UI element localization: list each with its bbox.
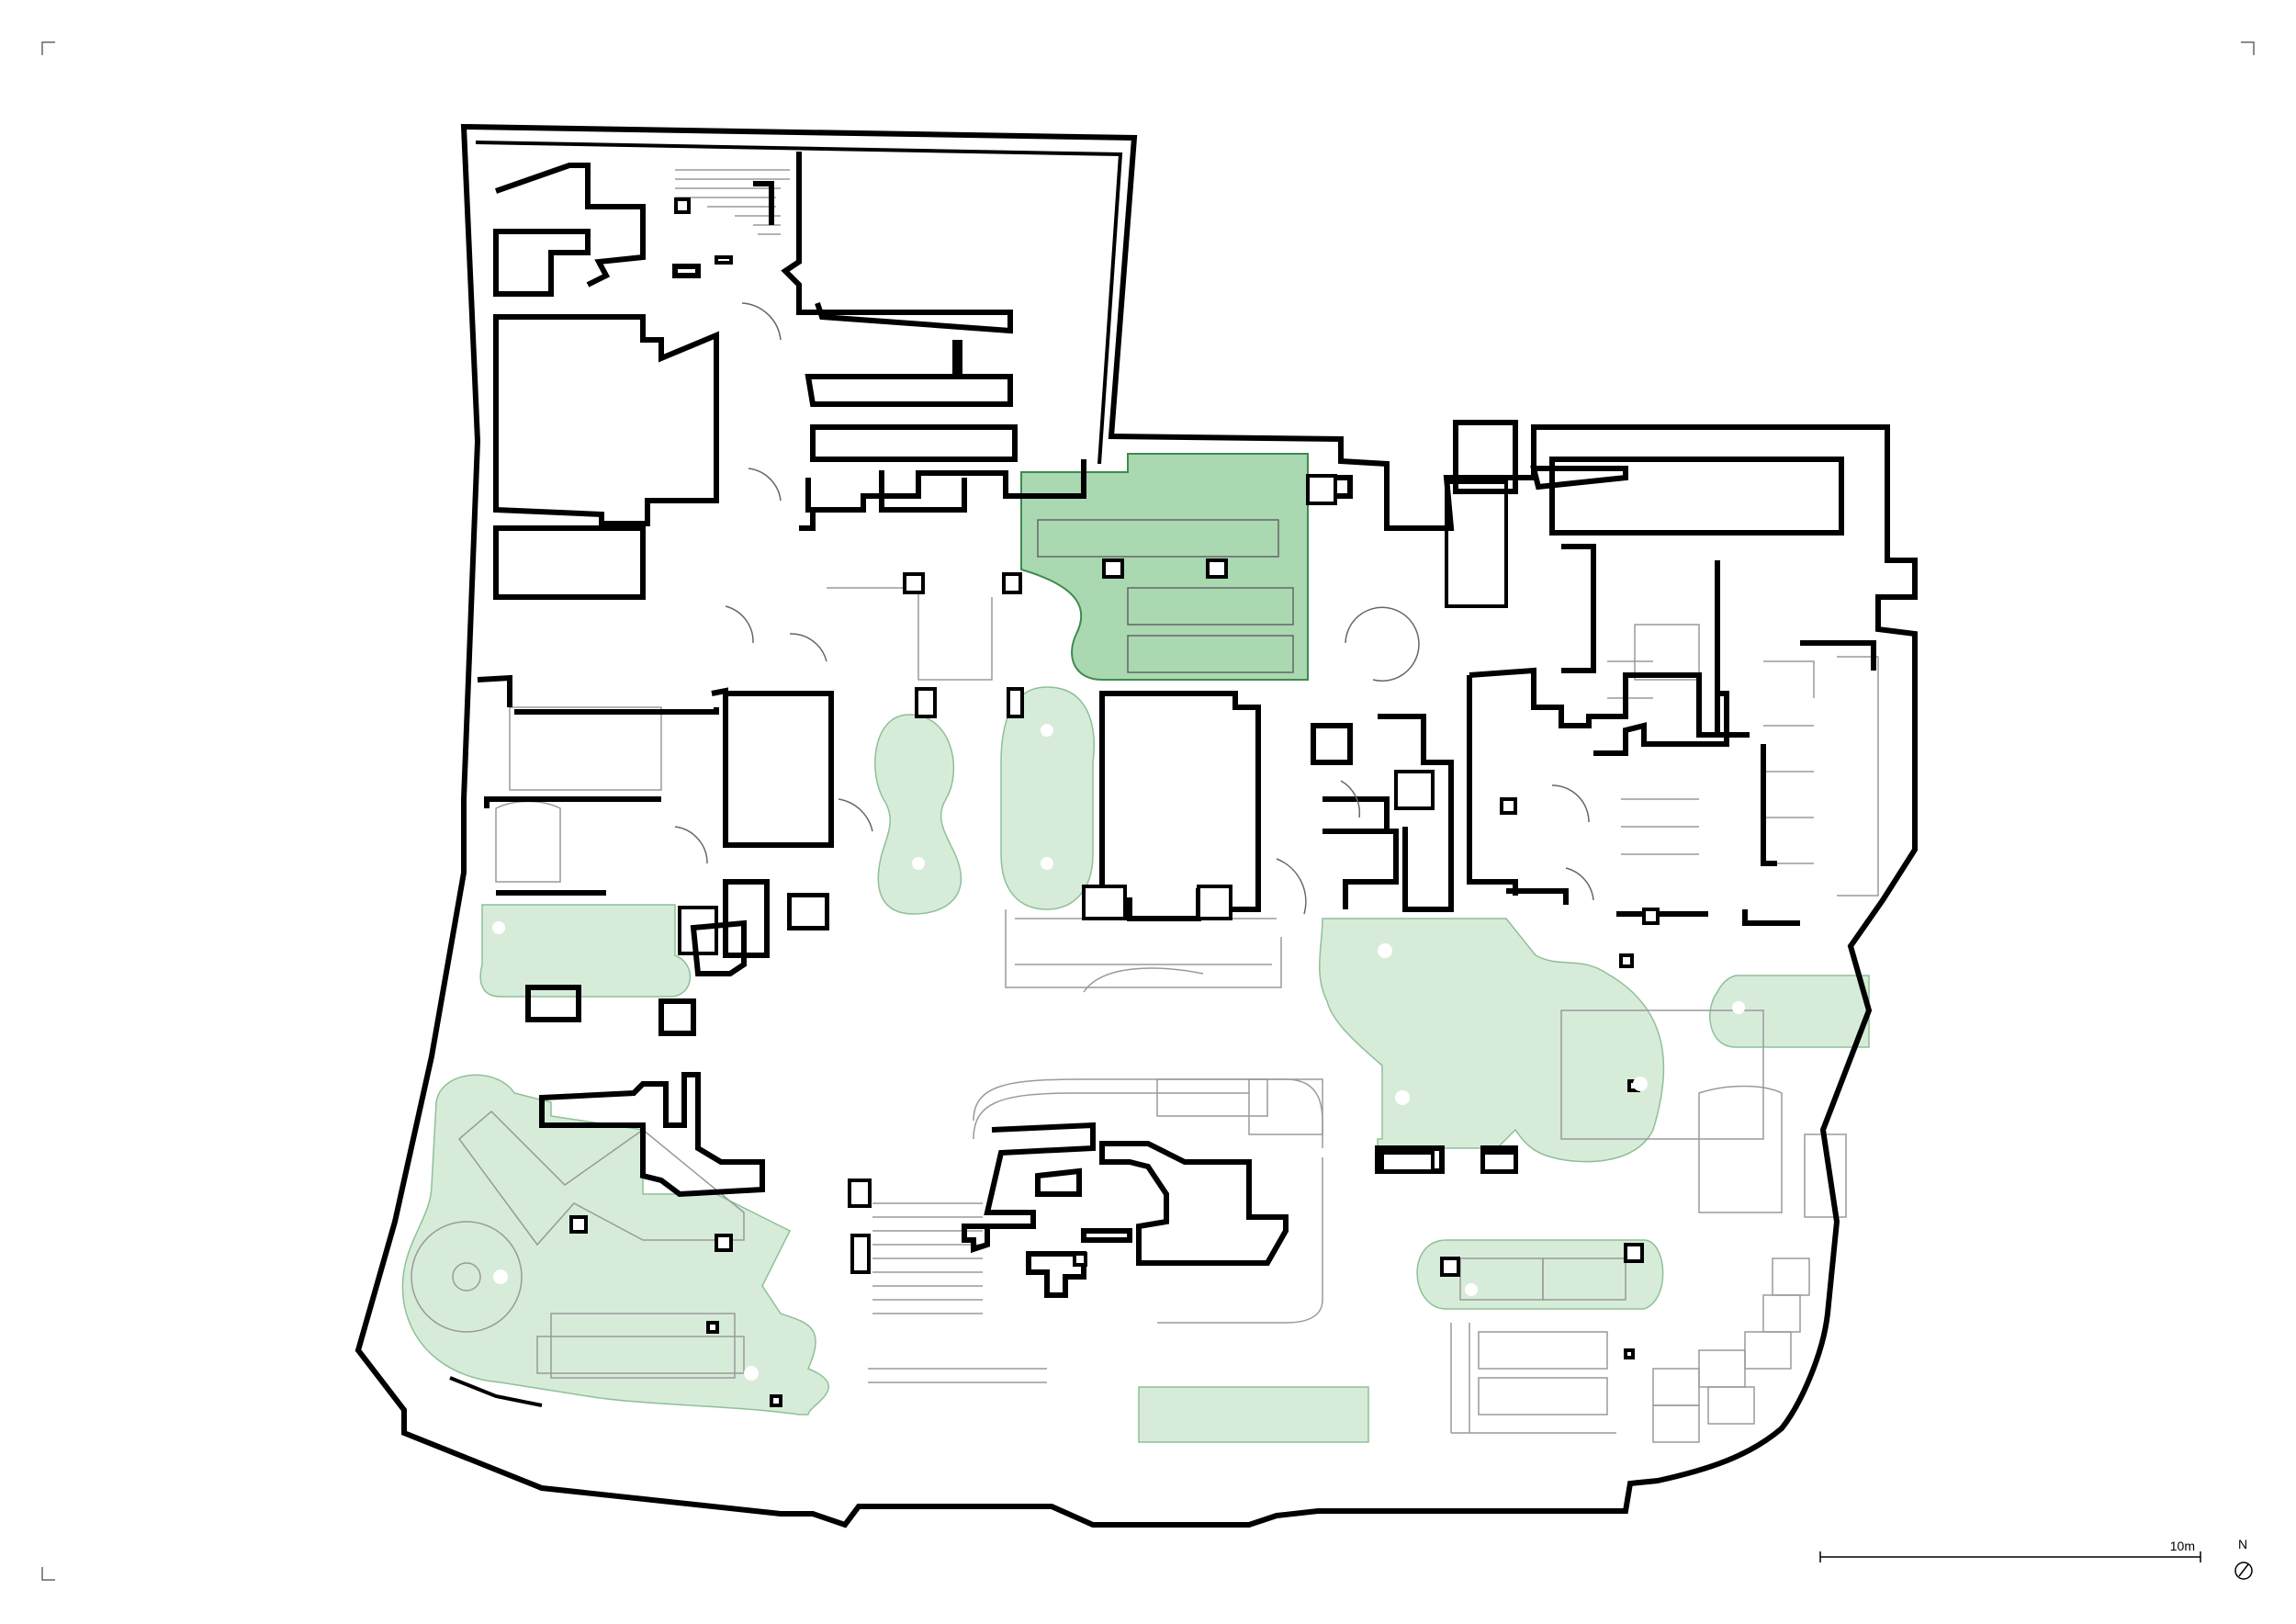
crop-marks (41, 41, 2255, 1581)
green-zone-north-court (1020, 453, 1309, 681)
green-zone-diamond (874, 714, 962, 915)
north-label: N (2237, 1537, 2248, 1551)
green-zone-east-capsule (1709, 975, 1870, 1048)
green-zone-west-strip (479, 904, 691, 998)
scale-bar-label: 10m (2169, 1539, 2195, 1553)
scale-bar (1819, 1551, 2201, 1562)
outer-perimeter (355, 123, 1918, 1528)
door-swings (674, 302, 1594, 915)
green-zone-south-rect (1138, 1386, 1369, 1443)
green-zone-capsule (1000, 686, 1095, 910)
columns (569, 197, 1660, 1407)
north-arrow (2234, 1562, 2253, 1580)
tree-markers (492, 724, 1745, 1381)
green-zones (401, 453, 1870, 1443)
interior-fine-lines (411, 169, 1879, 1443)
green-zone-east (1319, 918, 1665, 1163)
green-zone-south-capsule (1416, 1239, 1664, 1310)
walls (355, 123, 1918, 1528)
